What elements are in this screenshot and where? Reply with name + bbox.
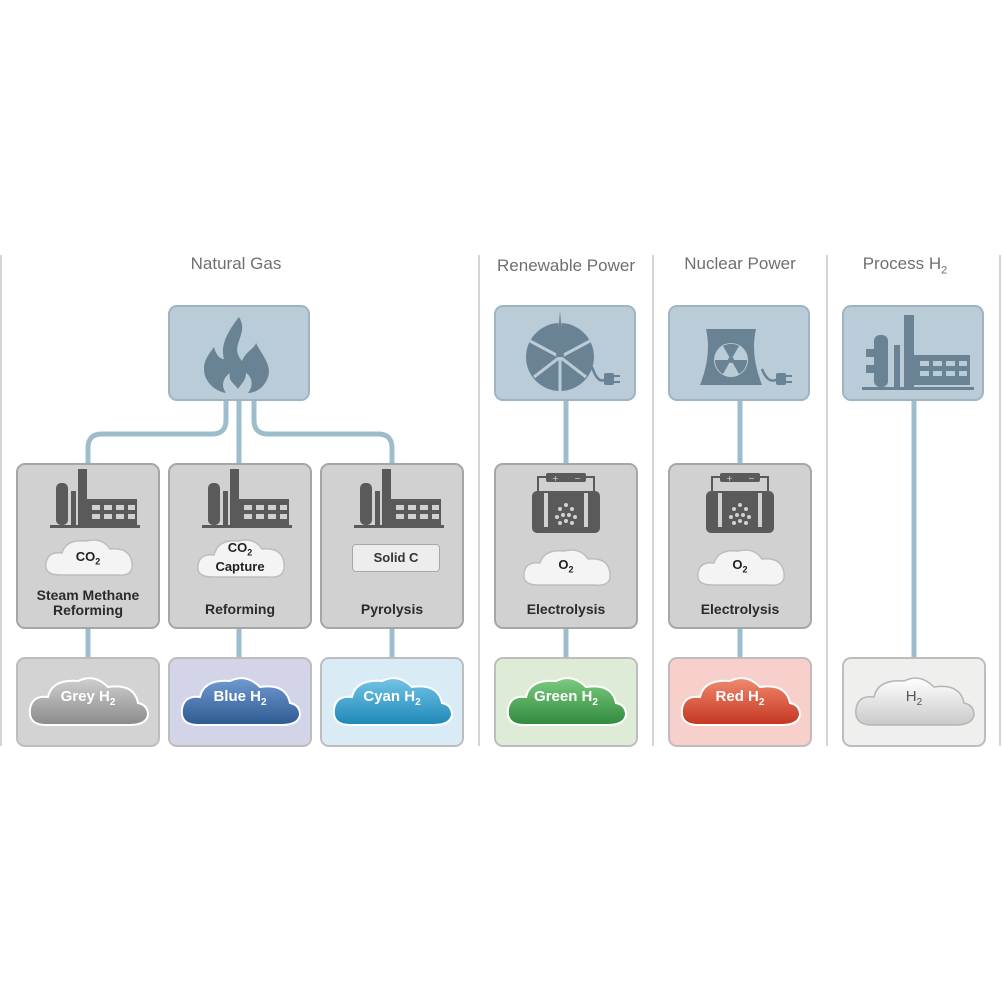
refinery-icon <box>862 315 974 390</box>
cloud-icon <box>506 677 628 726</box>
process-label: Pyrolysis <box>360 601 424 617</box>
cloud-icon <box>680 677 802 726</box>
output-label: Red H2 <box>715 688 765 708</box>
output-label: Blue H2 <box>213 688 267 708</box>
factory-icon <box>202 469 292 528</box>
byproduct-co2: CO2 <box>75 549 101 567</box>
co2-cloud-icon <box>45 539 133 576</box>
heading-renewable-power: Renewable Power <box>497 256 635 275</box>
process-label: Electrolysis <box>526 601 606 617</box>
separator <box>826 255 828 746</box>
nuclear-power-source <box>668 305 810 401</box>
electrolyzer-icon: + − <box>532 473 600 533</box>
process-pyrolysis: Solid C Pyrolysis <box>320 463 464 629</box>
o2-cloud-icon <box>697 549 785 586</box>
separator <box>999 255 1001 746</box>
byproduct-o2: O2 <box>558 557 574 575</box>
wire-to-smr <box>85 397 229 467</box>
wire-to-pyrolysis <box>251 397 395 467</box>
capture-cloud-icon <box>197 539 285 578</box>
output-red-h2: Red H2 <box>668 657 812 747</box>
heading-natural-gas: Natural Gas <box>190 254 282 273</box>
output-cyan-h2: Cyan H2 <box>320 657 464 747</box>
output-grey-h2: Grey H2 <box>16 657 160 747</box>
svg-text:−: − <box>574 474 581 483</box>
process-electrolysis-nuclear: + − O2 Electrolysis <box>668 463 812 629</box>
cloud-icon <box>180 677 302 726</box>
output-label: Green H2 <box>534 688 598 708</box>
output-process-h2: H2 <box>842 657 986 747</box>
electrolyzer-icon: + − <box>706 473 774 533</box>
byproduct-solid-c: Solid C <box>352 544 440 572</box>
natural-gas-source <box>168 305 310 401</box>
svg-text:+: + <box>726 474 733 483</box>
separator <box>478 255 480 746</box>
output-green-h2: Green H2 <box>494 657 638 747</box>
process-h2-source <box>842 305 984 401</box>
byproduct-o2: O2 <box>732 557 748 575</box>
process-electrolysis-renewable: + − O2 Electrolysis <box>494 463 638 629</box>
cloud-icon <box>855 677 975 726</box>
separator <box>0 255 2 746</box>
heading-process-h2: Process H2 <box>862 254 948 277</box>
process-label: Reforming <box>205 601 275 617</box>
factory-icon <box>354 469 444 528</box>
process-label: Electrolysis <box>700 601 780 617</box>
svg-text:−: − <box>748 474 755 483</box>
heading-nuclear-power: Nuclear Power <box>684 254 796 273</box>
output-label: H2 <box>905 688 923 708</box>
separator <box>652 255 654 746</box>
factory-icon <box>50 469 140 528</box>
cloud-icon <box>332 677 454 726</box>
cloud-icon <box>28 677 150 726</box>
renewable-power-source <box>494 305 636 401</box>
svg-text:+: + <box>552 474 559 483</box>
output-label: Cyan H2 <box>363 688 421 708</box>
flame-icon <box>204 317 269 393</box>
output-label: Grey H2 <box>60 688 116 708</box>
output-blue-h2: Blue H2 <box>168 657 312 747</box>
o2-cloud-icon <box>523 549 611 586</box>
wind-turbine-icon <box>526 311 620 391</box>
nuclear-plant-icon <box>700 329 792 385</box>
